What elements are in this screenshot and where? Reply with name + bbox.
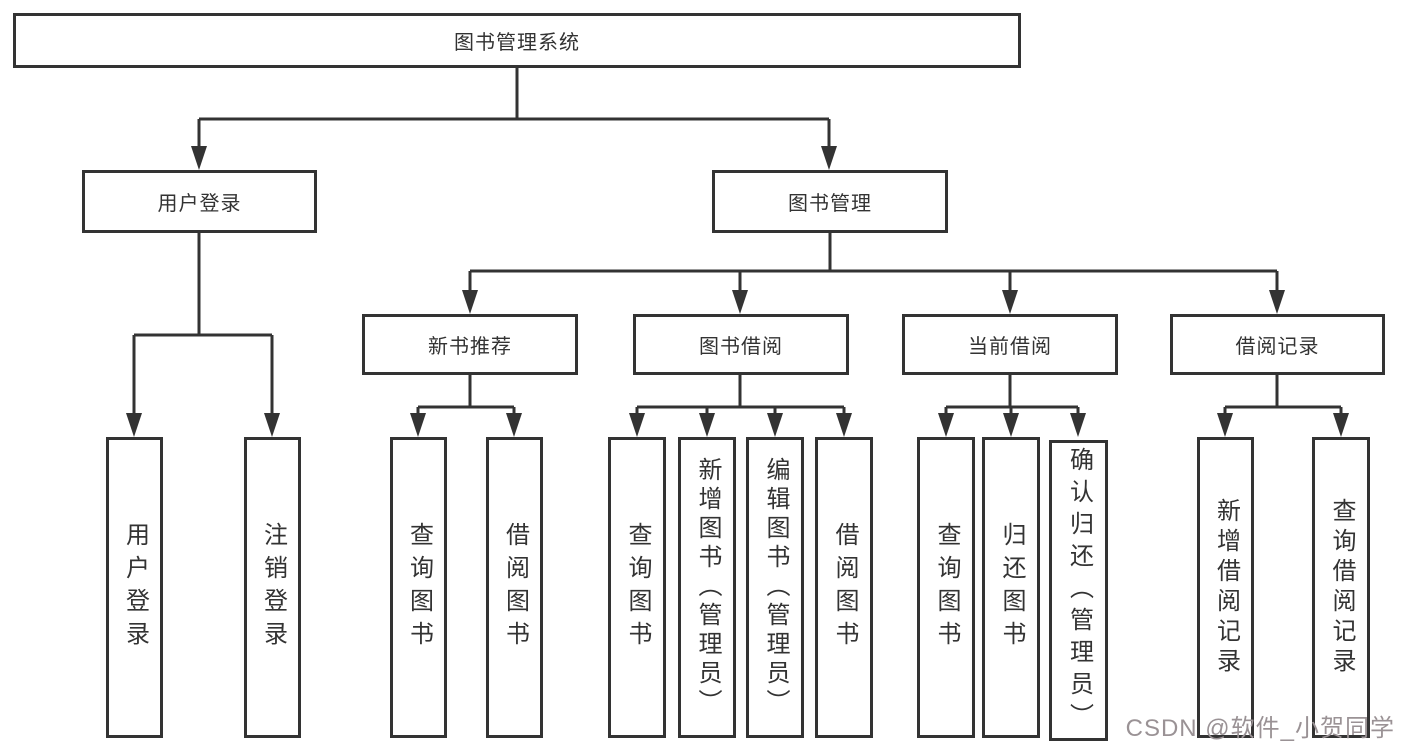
arrowhead-bb-edit (767, 413, 783, 437)
arrowhead-br-add (1217, 413, 1233, 437)
node-bb-edit-books-admin-label: 编辑图书（管理员） (762, 457, 789, 718)
edge-user-login-to-children (132, 233, 274, 429)
arrowhead-cb-query (938, 413, 954, 437)
node-borrow-records-label: 借阅记录 (1235, 336, 1320, 358)
arrowhead-cb-confirm (1070, 413, 1086, 437)
arrowhead-new-book-recommend (462, 290, 478, 314)
node-bb-borrow-books-label: 借阅图书 (831, 521, 858, 654)
arrowhead-current-borrow (1002, 290, 1018, 314)
arrowhead-book-management (821, 146, 837, 170)
node-user-login-label: 用户登录 (157, 193, 242, 215)
arrowhead-user-login (191, 146, 207, 170)
arrowhead-cb-return (1003, 413, 1019, 437)
node-br-add-record-label: 新增借阅记录 (1212, 497, 1240, 678)
arrowhead-bb-query (629, 413, 645, 437)
node-book-management: 图书管理 (712, 170, 948, 233)
edge-borrow-records-to-children (1223, 375, 1343, 429)
node-cb-query-books: 查询图书 (917, 437, 975, 738)
node-bb-borrow-books: 借阅图书 (815, 437, 873, 738)
node-login-leaf: 用户登录 (106, 437, 163, 738)
edge-book-borrow-to-children (635, 375, 846, 429)
node-new-book-recommend: 新书推荐 (362, 314, 578, 375)
node-current-borrow-label: 当前借阅 (968, 336, 1052, 358)
node-br-query-record-label: 查询借阅记录 (1328, 497, 1355, 678)
node-cb-confirm-return-admin-label: 确认归还（管理员） (1065, 446, 1093, 735)
arrowhead-logout-leaf (264, 413, 280, 437)
node-book-borrow: 图书借阅 (633, 314, 849, 375)
node-book-borrow-label: 图书借阅 (699, 336, 783, 358)
node-bb-edit-books-admin: 编辑图书（管理员） (746, 437, 804, 738)
arrowhead-book-borrow (732, 290, 748, 314)
node-logout-leaf: 注销登录 (244, 437, 301, 738)
arrowhead-nb-borrow (506, 413, 522, 437)
node-bb-add-books-admin-label: 新增图书（管理员） (694, 457, 721, 718)
node-nb-borrow-books: 借阅图书 (486, 437, 543, 738)
node-root: 图书管理系统 (13, 13, 1021, 68)
node-nb-query-books-label: 查询图书 (405, 521, 433, 654)
node-bb-query-books-label: 查询图书 (624, 521, 651, 654)
node-current-borrow: 当前借阅 (902, 314, 1118, 375)
node-new-book-recommend-label: 新书推荐 (428, 336, 512, 358)
node-cb-return-books: 归还图书 (982, 437, 1040, 738)
node-cb-query-books-label: 查询图书 (933, 521, 960, 654)
node-login-leaf-label: 用户登录 (121, 521, 149, 654)
node-user-login: 用户登录 (82, 170, 317, 233)
arrowhead-nb-query (410, 413, 426, 437)
edge-new-book-recommend-to-children (416, 375, 516, 429)
arrowhead-borrow-records (1269, 290, 1285, 314)
node-br-query-record: 查询借阅记录 (1312, 437, 1370, 738)
node-bb-add-books-admin: 新增图书（管理员） (678, 437, 736, 738)
node-book-management-label: 图书管理 (788, 193, 872, 215)
arrowhead-login-leaf (126, 413, 142, 437)
node-cb-confirm-return-admin: 确认归还（管理员） (1049, 440, 1108, 741)
node-nb-query-books: 查询图书 (390, 437, 447, 738)
arrowhead-bb-borrow (836, 413, 852, 437)
node-borrow-records: 借阅记录 (1170, 314, 1385, 375)
edge-root-to-level2 (197, 68, 831, 162)
node-cb-return-books-label: 归还图书 (998, 521, 1025, 654)
node-logout-leaf-label: 注销登录 (259, 521, 287, 654)
node-bb-query-books: 查询图书 (608, 437, 666, 738)
arrowhead-br-query (1333, 413, 1349, 437)
edge-book-management-to-children (468, 233, 1279, 306)
edge-current-borrow-to-children (944, 375, 1080, 429)
node-nb-borrow-books-label: 借阅图书 (501, 521, 529, 654)
arrowhead-bb-add (699, 413, 715, 437)
node-br-add-record: 新增借阅记录 (1197, 437, 1254, 738)
csdn-watermark: CSDN @软件_小贺同学 (1125, 715, 1395, 742)
node-root-label: 图书管理系统 (454, 32, 580, 54)
